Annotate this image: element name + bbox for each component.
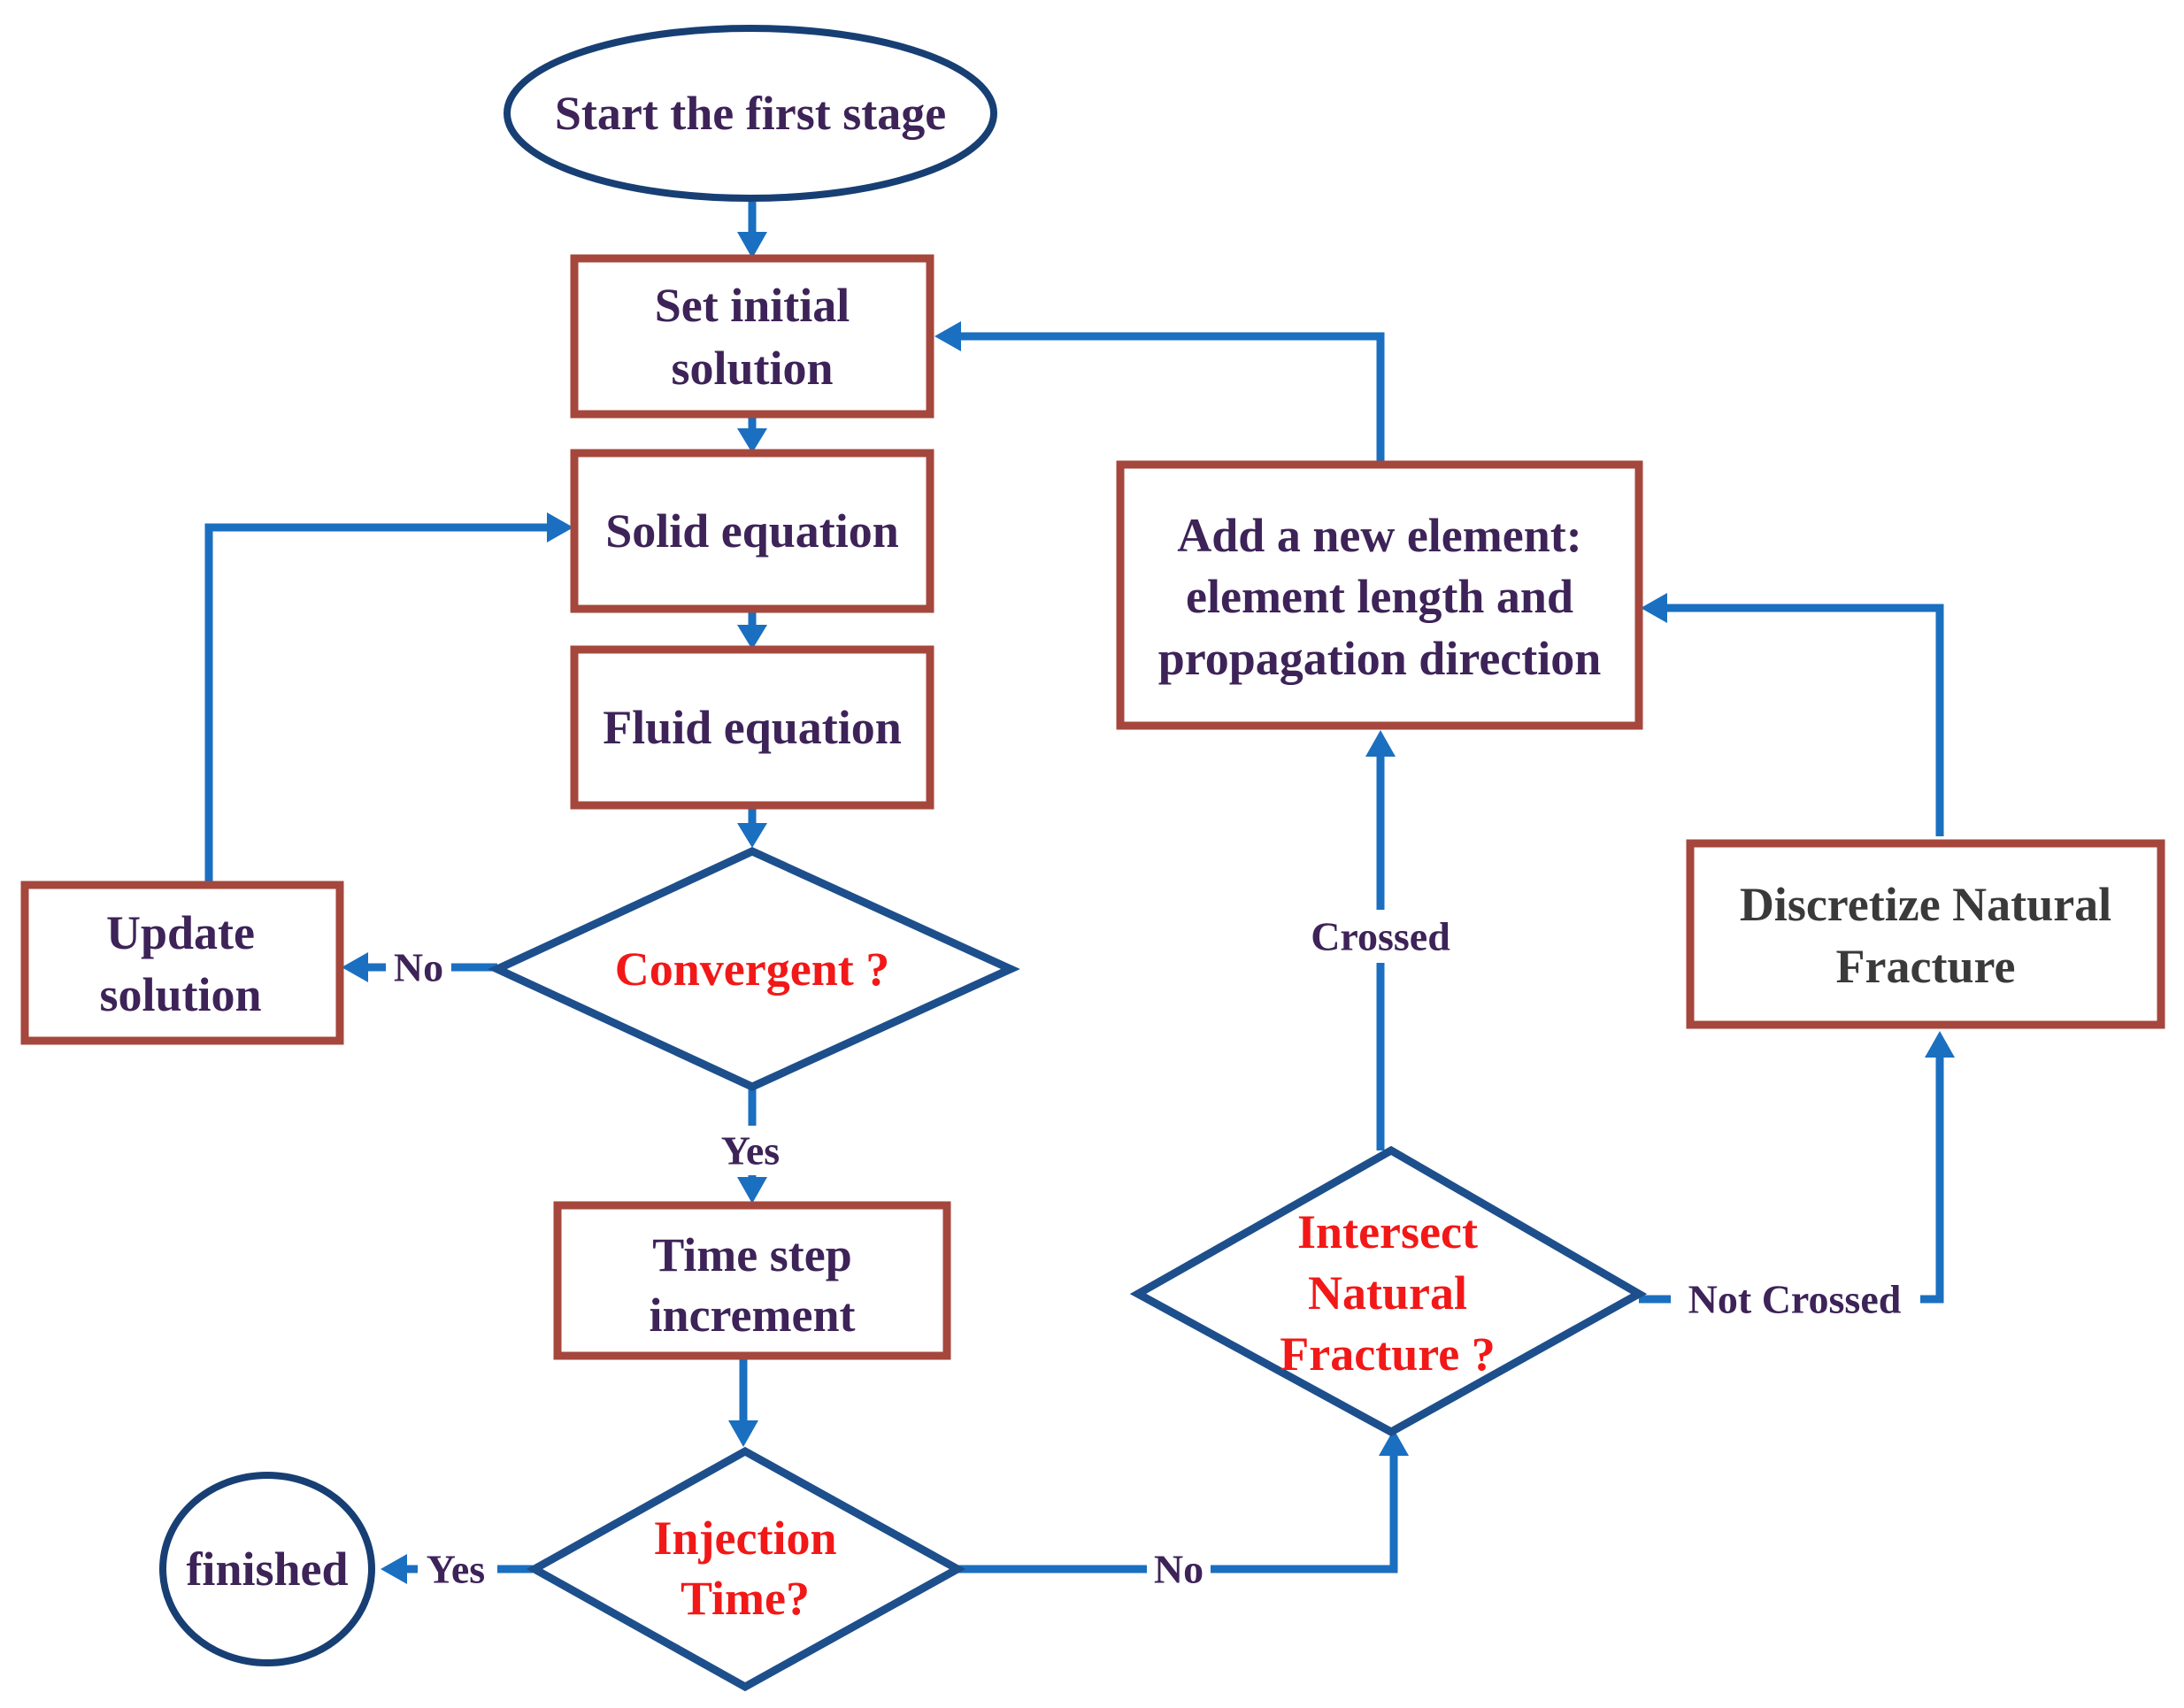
label-yes-injection: Yes: [427, 1547, 485, 1592]
discretize-line1: Discretize Natural: [1740, 878, 2111, 931]
arrowhead-icon: [737, 625, 767, 650]
convergent-decision: Convergent ?: [488, 847, 1020, 1091]
arrowhead-icon: [381, 1554, 407, 1584]
label-yes-convergent: Yes: [721, 1128, 780, 1173]
edge-injection-to-intersect: [956, 1451, 1398, 1573]
arrowhead-icon: [1925, 1031, 1955, 1058]
edge-label-backgrounds: [386, 910, 1920, 1593]
set-initial-line1: Set initial: [655, 279, 850, 332]
finished-terminal: finished: [159, 1472, 375, 1666]
time-step-line2: increment: [650, 1289, 856, 1342]
arrowhead-icon: [547, 512, 573, 542]
edge-add-element-to-set-initial: [957, 332, 1385, 462]
label-not-crossed: Not Crossed: [1688, 1277, 1902, 1322]
edge-intersect-to-discretize: [1639, 1053, 1944, 1304]
start-terminal: Start the first stage: [504, 25, 997, 202]
set-initial-line2: solution: [671, 342, 833, 395]
edge-labels: No Yes Yes No Crossed Not Crossed: [394, 914, 1902, 1592]
add-element-line1: Add a new element:: [1177, 509, 1581, 562]
label-no-convergent: No: [394, 945, 443, 990]
arrowhead-icon: [1379, 1429, 1409, 1456]
set-initial-solution-box: Set initial solution: [570, 254, 934, 419]
time-step-increment-box: Time step increment: [553, 1201, 951, 1360]
arrowhead-icon: [1365, 730, 1396, 757]
time-step-line1: Time step: [652, 1228, 852, 1281]
intersect-line3: Fracture ?: [1280, 1327, 1495, 1381]
edge-discretize-to-add-element: [1664, 604, 1944, 836]
convergent-label: Convergent ?: [615, 942, 889, 996]
fluid-equation-box: Fluid equation: [570, 645, 934, 810]
edge-update-to-solid: [204, 523, 550, 885]
add-element-box: Add a new element: element length and pr…: [1116, 460, 1643, 730]
intersect-line2: Natural: [1308, 1266, 1467, 1319]
start-label: Start the first stage: [555, 87, 946, 140]
arrowhead-icon: [737, 232, 767, 258]
add-element-line3: propagation direction: [1158, 632, 1602, 685]
intersect-line1: Intersect: [1297, 1205, 1478, 1258]
arrowhead-icon: [1641, 593, 1667, 623]
injection-line1: Injection: [654, 1512, 837, 1565]
solid-equation-box: Solid equation: [570, 449, 934, 613]
injection-time-decision: Injection Time?: [526, 1446, 966, 1692]
arrowhead-icon: [737, 428, 767, 453]
label-no-injection: No: [1154, 1547, 1204, 1592]
arrowhead-icon: [342, 952, 368, 982]
arrowhead-icon: [728, 1420, 758, 1447]
fluid-equation-label: Fluid equation: [603, 701, 902, 754]
solid-equation-label: Solid equation: [605, 504, 899, 558]
discretize-box: Discretize Natural Fracture: [1686, 839, 2165, 1029]
add-element-line2: element length and: [1186, 570, 1573, 623]
intersect-decision: Intersect Natural Fracture ?: [1129, 1145, 1648, 1437]
label-crossed: Crossed: [1311, 914, 1450, 959]
discretize-line2: Fracture: [1836, 940, 2016, 993]
injection-line2: Time?: [681, 1572, 810, 1625]
arrowhead-icon: [934, 321, 961, 351]
finished-label: finished: [186, 1543, 348, 1596]
update-line1: Update: [106, 906, 255, 959]
update-line2: solution: [99, 968, 261, 1021]
arrowhead-icon: [737, 823, 767, 848]
update-solution-box: Update solution: [20, 881, 344, 1045]
arrowhead-icon: [737, 1177, 767, 1204]
